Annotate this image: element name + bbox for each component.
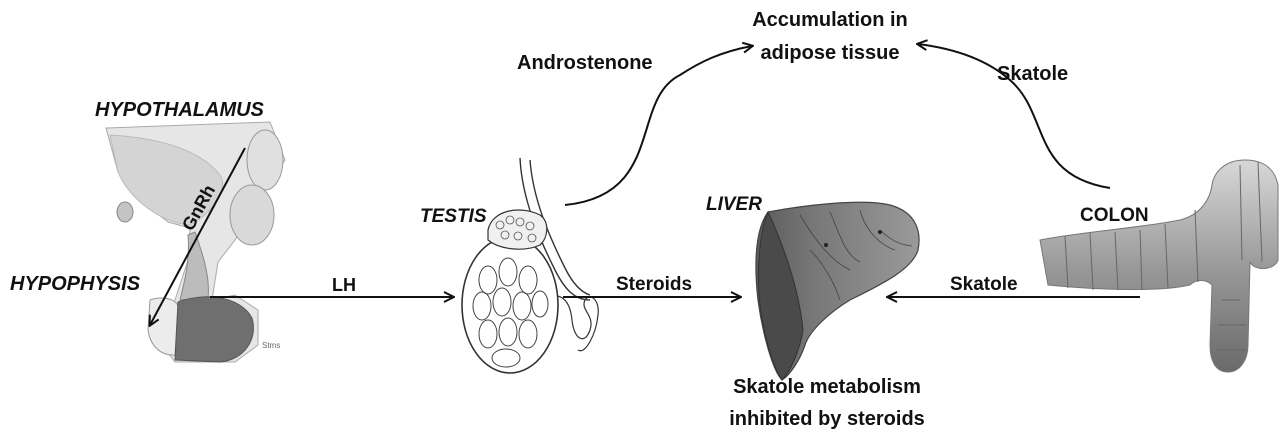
testis-illustration (462, 158, 598, 373)
skatole-right-label: Skatole (950, 274, 1018, 295)
testis-label: TESTIS (420, 206, 487, 227)
colon-label: COLON (1080, 205, 1149, 226)
accumulation-label-line2: adipose tissue (761, 42, 900, 64)
androstenone-label: Androstenone (517, 52, 653, 74)
colon-illustration (1040, 160, 1278, 372)
metabolism-label-line1: Skatole metabolism (733, 376, 921, 398)
lh-label: LH (332, 275, 356, 295)
liver-label: LIVER (706, 194, 762, 215)
svg-text:Stms: Stms (262, 341, 280, 350)
hypophysis-label: HYPOPHYSIS (10, 273, 141, 295)
hypothalamus-label: HYPOTHALAMUS (95, 99, 265, 121)
liver-illustration (756, 202, 919, 380)
skatole-top-label: Skatole (997, 63, 1068, 85)
metabolism-label-line2: inhibited by steroids (729, 408, 925, 430)
accumulation-label-line1: Accumulation in (752, 9, 908, 31)
steroids-label: Steroids (616, 274, 692, 295)
